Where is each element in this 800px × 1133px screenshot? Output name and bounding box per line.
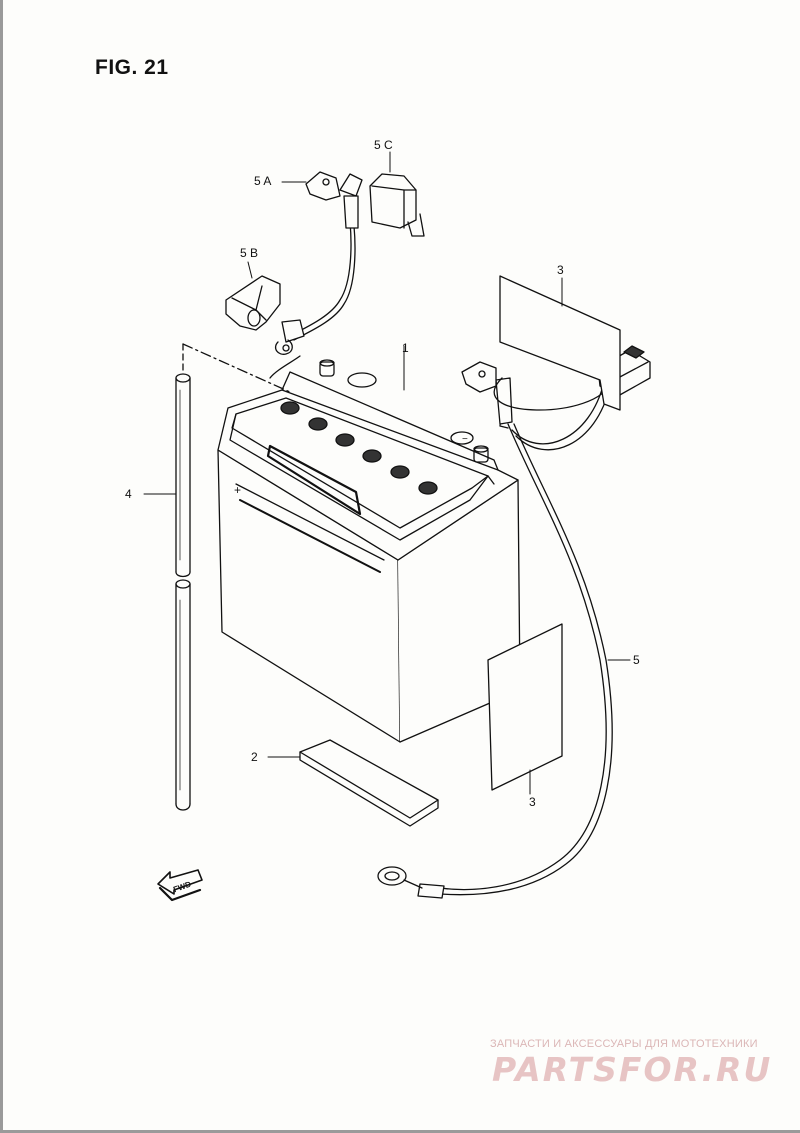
cell-caps: [280, 401, 438, 495]
callout-5[interactable]: 5: [633, 653, 640, 667]
breather-hose[interactable]: [175, 373, 191, 811]
plus-mark: +: [234, 483, 241, 497]
callout-5c[interactable]: 5 C: [374, 138, 393, 152]
sheet-bottom[interactable]: [487, 623, 563, 791]
lead-wire-positive[interactable]: [269, 173, 363, 379]
callout-3-top[interactable]: 3: [557, 263, 564, 277]
page-frame-left: [0, 0, 3, 1133]
minus-mark: −: [462, 434, 468, 445]
watermark-logo: PARTSFOR.RU: [492, 1050, 773, 1089]
battery-pad[interactable]: [299, 739, 439, 827]
fwd-arrow-icon: [157, 869, 203, 902]
callout-5a[interactable]: 5 A: [254, 174, 272, 188]
positive-terminal: [319, 359, 335, 377]
terminal-clip-5a[interactable]: [305, 171, 341, 201]
watermark-tagline: ЗАПЧАСТИ И АКСЕССУАРЫ ДЛЯ МОТОТЕХНИКИ: [490, 1038, 758, 1050]
callout-5b[interactable]: 5 B: [240, 246, 259, 260]
terminal-cover-5c[interactable]: [369, 173, 425, 237]
callout-4[interactable]: 4: [125, 487, 132, 501]
page-frame-bottom: [0, 1130, 800, 1133]
terminal-cover-5b[interactable]: [225, 275, 281, 331]
callout-1[interactable]: 1: [402, 341, 409, 355]
leader-lines: [143, 151, 631, 795]
figure-title: FIG. 21: [95, 56, 169, 79]
sheet-top[interactable]: [499, 275, 621, 411]
callout-3-bottom[interactable]: 3: [529, 795, 536, 809]
terminal-clip-battery: [461, 361, 497, 393]
callout-2[interactable]: 2: [251, 750, 258, 764]
battery[interactable]: [217, 359, 521, 743]
